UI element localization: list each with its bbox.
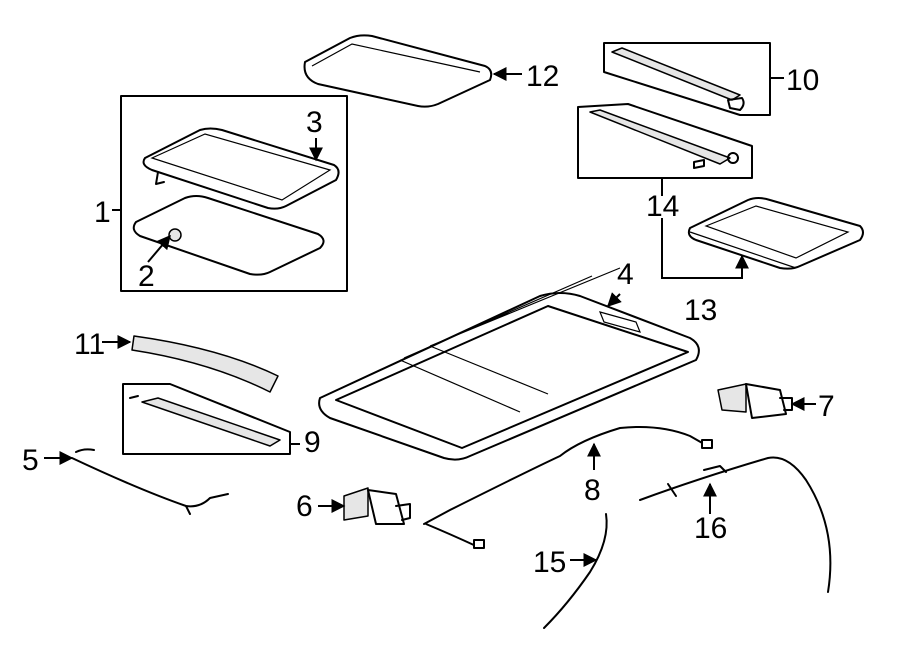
callout-5: 5 — [22, 444, 39, 477]
callout-4: 4 — [617, 258, 634, 291]
motor-part-7 — [717, 383, 793, 419]
drain-hose-part-8 — [423, 426, 713, 549]
leader-lines — [44, 67, 816, 567]
trim-panel-part-9 — [122, 383, 291, 455]
callout-2: 2 — [138, 260, 155, 293]
cable-part-5 — [71, 448, 229, 515]
deflector-part-10 — [603, 42, 771, 116]
drain-hose-part-16 — [639, 456, 832, 593]
callout-3: 3 — [306, 106, 323, 139]
weatherstrip-part-11 — [131, 335, 279, 393]
sunshade-panel-part-2 — [132, 195, 325, 276]
callout-11: 11 — [74, 328, 105, 361]
callout-8: 8 — [584, 474, 601, 507]
callout-10: 10 — [786, 64, 819, 97]
sunroof-frame-part-4 — [318, 267, 700, 461]
callout-13: 13 — [684, 294, 717, 327]
callout-9: 9 — [304, 426, 321, 459]
callout-14: 14 — [646, 190, 679, 223]
callout-12: 12 — [526, 60, 559, 93]
callout-7: 7 — [818, 390, 835, 423]
callout-16: 16 — [694, 512, 727, 545]
glass-with-seal-part-3 — [142, 127, 340, 210]
assembly-box-1 — [120, 95, 348, 292]
callout-6: 6 — [296, 490, 313, 523]
callout-1: 1 — [94, 196, 111, 229]
drain-hose-part-15 — [543, 513, 608, 629]
sunroof-glass-panel — [303, 34, 493, 108]
deflector-part-14 — [577, 103, 753, 179]
drain-trough-part-13 — [687, 197, 864, 270]
motor-part-6 — [343, 487, 411, 525]
callout-15: 15 — [533, 546, 566, 579]
